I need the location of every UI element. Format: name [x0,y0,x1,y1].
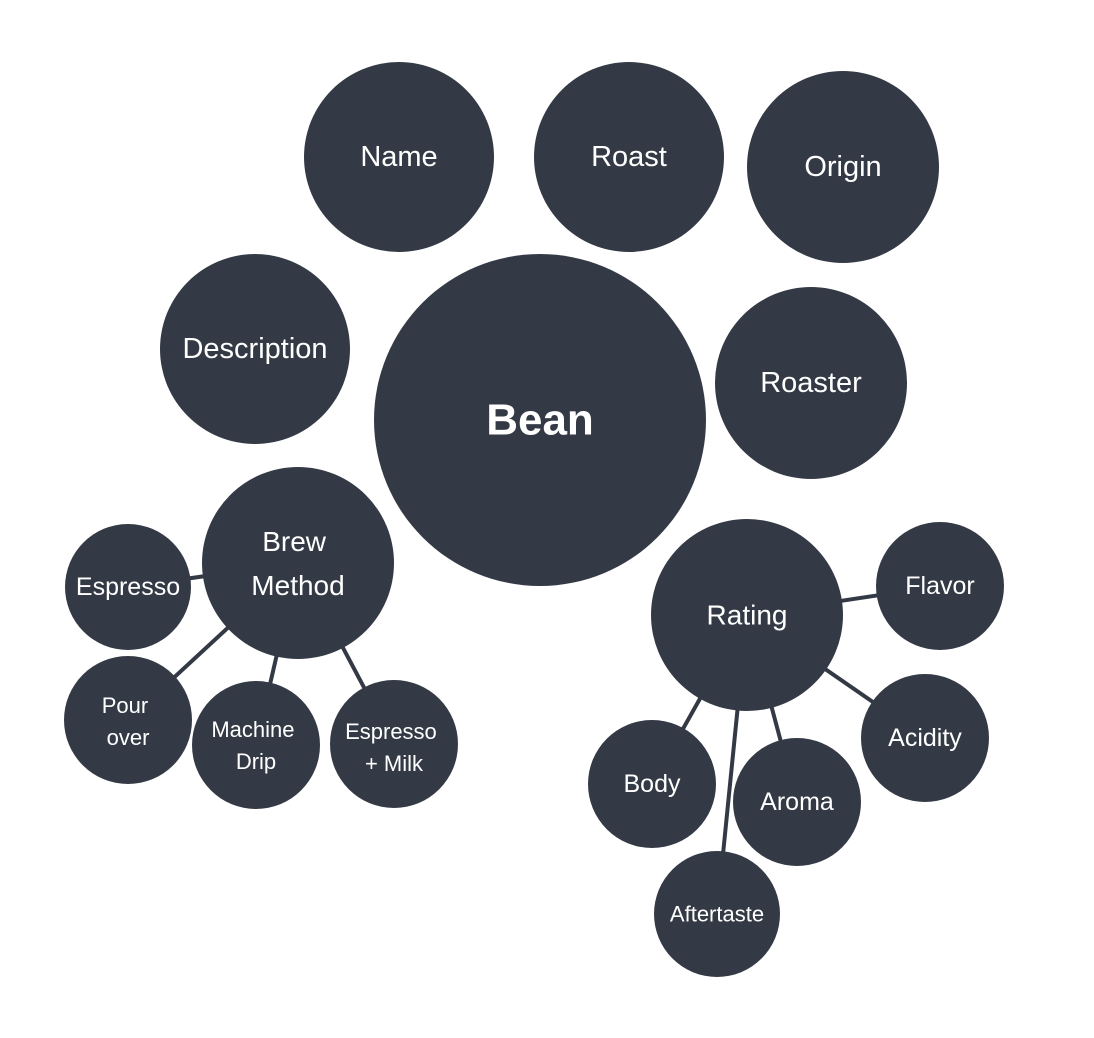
node-espresso-milk-label: Espresso + Milk [345,719,443,776]
node-origin: Origin [747,71,939,263]
node-machine-drip-label-line-2: Drip [236,749,276,774]
node-bean-label: Bean [486,396,594,445]
node-aroma: Aroma [733,738,861,866]
node-roast: Roast [534,62,724,252]
node-roaster: Roaster [715,287,907,479]
node-roaster-label: Roaster [760,367,862,399]
node-rating-label: Rating [707,600,788,631]
node-name-label: Name [360,141,437,173]
node-body-label: Body [624,770,681,798]
node-pour-over-label-line-2: over [107,725,150,750]
node-aftertaste-label: Aftertaste [670,902,764,927]
node-pour-over-label-line-1: Pour [102,693,148,718]
node-pour-over-label: Pour over [102,693,155,750]
node-machine-drip-label-line-1: Machine [211,717,294,742]
node-roast-label: Roast [591,141,667,173]
node-aroma-label: Aroma [760,788,834,816]
node-flavor: Flavor [876,522,1004,650]
node-bean: Bean [374,254,706,586]
node-rating: Rating [651,519,843,711]
node-machine-drip-label: Machine Drip [211,717,300,774]
node-name: Name [304,62,494,252]
node-description-label: Description [182,333,327,365]
node-brew-method-label: Brew Method [251,526,344,601]
node-acidity: Acidity [861,674,989,802]
node-acidity-label: Acidity [888,724,962,752]
node-description: Description [160,254,350,444]
node-body: Body [588,720,716,848]
node-flavor-label: Flavor [905,572,974,600]
node-brew-method-label-line-2: Method [251,570,344,601]
node-pour-over: Pour over [64,656,192,784]
node-espresso: Espresso [65,524,191,650]
node-origin-label: Origin [804,151,881,183]
node-espresso-milk-label-line-2: + Milk [365,751,424,776]
node-machine-drip: Machine Drip [192,681,320,809]
node-espresso-label: Espresso [76,573,180,601]
node-espresso-milk: Espresso + Milk [330,680,458,808]
node-brew-method: Brew Method [202,467,394,659]
node-brew-method-label-line-1: Brew [262,526,327,557]
node-aftertaste: Aftertaste [654,851,780,977]
node-espresso-milk-label-line-1: Espresso [345,719,437,744]
